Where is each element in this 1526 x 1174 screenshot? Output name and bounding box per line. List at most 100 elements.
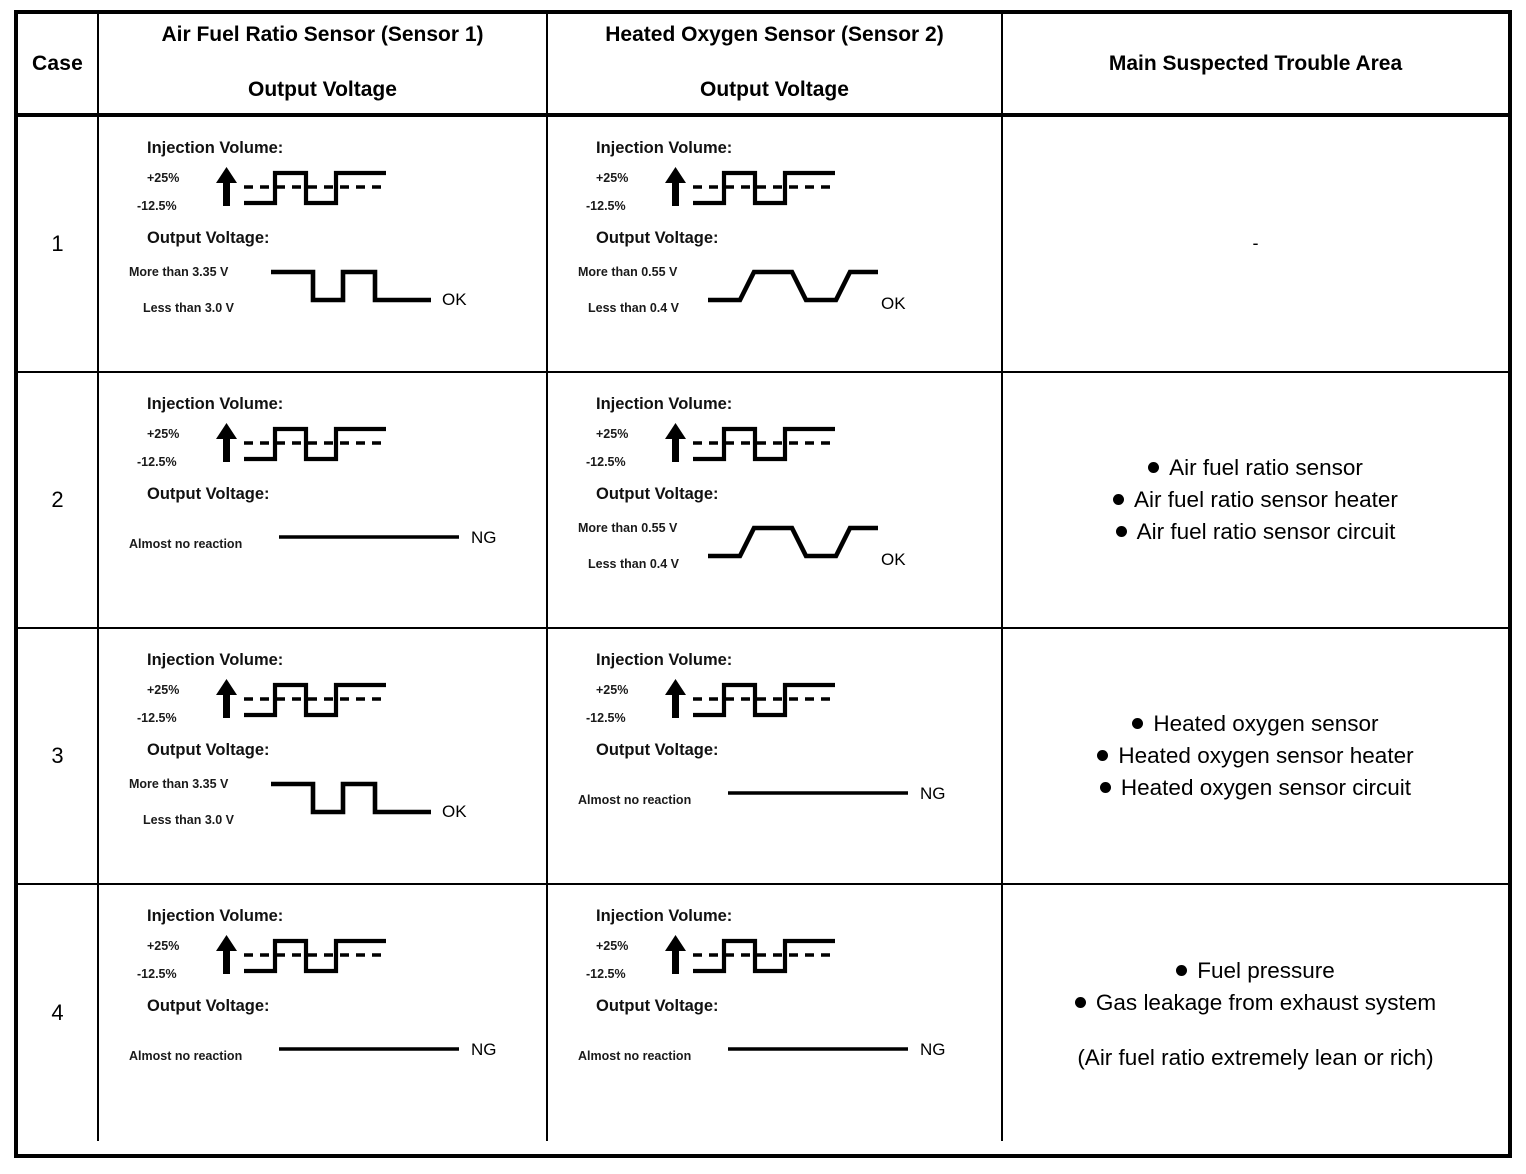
square-wave-path [693, 426, 835, 462]
up-arrow-icon [665, 167, 686, 206]
trapezoid-wave-path [708, 525, 878, 559]
injection-volume-waveform [216, 423, 386, 462]
o2-sensor-injection-volume-label: Injection Volume: [596, 907, 733, 925]
trouble-area-note: (Air fuel ratio extremely lean or rich) [1077, 1044, 1434, 1070]
af-sensor-injection-high-label: +25% [147, 171, 180, 185]
output-voltage-flat-waveform [279, 1047, 459, 1051]
cell-case-number-1: 1 [18, 117, 99, 371]
o2-sensor-no-reaction-label: Almost no reaction [578, 793, 692, 807]
trouble-area-dash: - [1252, 233, 1259, 253]
o2-sensor-injection-volume-label: Injection Volume: [596, 139, 733, 157]
o2-sensor-no-reaction-label: Almost no reaction [578, 1049, 692, 1063]
header-cell-af-sensor: Air Fuel Ratio Sensor (Sensor 1) Output … [99, 14, 548, 113]
square-wave-path [693, 938, 835, 974]
af-sensor-injection-high-label: +25% [147, 427, 180, 441]
af-sensor-output-voltage-label: Output Voltage: [147, 229, 270, 247]
af-sensor-injection-volume-label: Injection Volume: [147, 139, 284, 157]
square-wave-path [693, 682, 835, 718]
o2-sensor-output-voltage-label: Output Voltage: [596, 997, 719, 1015]
header-label-trouble-area: Main Suspected Trouble Area [1108, 51, 1403, 75]
af-sensor-diagram: Injection Volume: +25% -12.5% Output Vol… [99, 629, 546, 883]
table-row: 2 Injection Volume: +25% -12.5% Output V… [18, 373, 1508, 629]
diagnostic-table: Case Air Fuel Ratio Sensor (Sensor 1) Ou… [14, 10, 1512, 1158]
cell-o2-sensor-case-2: Injection Volume: +25% -12.5% Output Vol… [548, 373, 1003, 627]
output-voltage-flat-waveform [279, 535, 459, 539]
table-row: 3 Injection Volume: +25% -12.5% Output V… [18, 629, 1508, 885]
header-label-case: Case [31, 51, 83, 75]
injection-volume-waveform [216, 167, 386, 206]
o2-sensor-diagram: Injection Volume: +25% -12.5% Output Vol… [548, 629, 1001, 883]
square-wave-path [271, 269, 431, 303]
trouble-area-item: Heated oxygen sensor [1097, 708, 1413, 740]
o2-sensor-verdict: OK [881, 550, 906, 569]
o2-sensor-injection-high-label: +25% [596, 427, 629, 441]
case-number: 1 [51, 231, 64, 256]
af-sensor-output-high-label: More than 3.35 V [129, 777, 229, 791]
header-cell-trouble-area: Main Suspected Trouble Area [1003, 14, 1508, 113]
square-wave-path [244, 682, 386, 718]
o2-sensor-injection-high-label: +25% [596, 171, 629, 185]
bullet-dot-icon [1113, 494, 1125, 506]
af-sensor-output-voltage-label: Output Voltage: [147, 997, 270, 1015]
up-arrow-icon [665, 423, 686, 462]
up-arrow-icon [216, 167, 237, 206]
af-sensor-injection-volume-label: Injection Volume: [147, 395, 284, 413]
af-sensor-injection-volume-label: Injection Volume: [147, 651, 284, 669]
bullet-dot-icon [1099, 781, 1111, 793]
af-sensor-verdict: OK [442, 290, 467, 309]
cell-trouble-area-case-1: - [1003, 117, 1508, 371]
af-sensor-verdict: OK [442, 802, 467, 821]
injection-volume-waveform [216, 679, 386, 718]
trouble-area-item: Air fuel ratio sensor circuit [1113, 516, 1398, 548]
o2-sensor-verdict: OK [881, 294, 906, 313]
o2-sensor-output-voltage-label: Output Voltage: [596, 485, 719, 503]
af-sensor-injection-low-label: -12.5% [137, 199, 177, 213]
square-wave-path [244, 426, 386, 462]
o2-sensor-injection-high-label: +25% [596, 939, 629, 953]
o2-sensor-injection-high-label: +25% [596, 683, 629, 697]
af-sensor-verdict: NG [471, 528, 497, 547]
cell-af-sensor-case-2: Injection Volume: +25% -12.5% Output Vol… [99, 373, 548, 627]
trouble-area-item: Heated oxygen sensor circuit [1097, 772, 1413, 804]
header-cell-o2-sensor: Heated Oxygen Sensor (Sensor 2) Output V… [548, 14, 1003, 113]
af-sensor-output-low-label: Less than 3.0 V [143, 301, 235, 315]
af-sensor-injection-volume-label: Injection Volume: [147, 907, 284, 925]
output-voltage-square-waveform [271, 781, 431, 815]
output-voltage-trapezoid-waveform [708, 269, 878, 303]
o2-sensor-injection-low-label: -12.5% [586, 199, 626, 213]
case-number: 3 [51, 743, 64, 768]
af-sensor-injection-high-label: +25% [147, 683, 180, 697]
table-row: 4 Injection Volume: +25% -12.5% Output V… [18, 885, 1508, 1141]
header-label-o2-sensor-title: Heated Oxygen Sensor (Sensor 2) [605, 23, 944, 46]
af-sensor-injection-low-label: -12.5% [137, 711, 177, 725]
cell-o2-sensor-case-4: Injection Volume: +25% -12.5% Output Vol… [548, 885, 1003, 1141]
cell-case-number-3: 3 [18, 629, 99, 883]
af-sensor-diagram: Injection Volume: +25% -12.5% Output Vol… [99, 885, 546, 1141]
cell-af-sensor-case-1: Injection Volume: +25% -12.5% Output Vol… [99, 117, 548, 371]
cell-case-number-4: 4 [18, 885, 99, 1141]
header-label-af-sensor-subtitle: Output Voltage [248, 78, 397, 101]
cell-case-number-2: 2 [18, 373, 99, 627]
trouble-area-item: Air fuel ratio sensor heater [1113, 484, 1398, 516]
o2-sensor-output-voltage-label: Output Voltage: [596, 229, 719, 247]
output-voltage-flat-waveform [728, 1047, 908, 1051]
case-number: 4 [51, 1000, 64, 1025]
output-voltage-square-waveform [271, 269, 431, 303]
up-arrow-icon [216, 935, 237, 974]
trouble-area-content: - [1003, 234, 1508, 254]
square-wave-path [244, 170, 386, 206]
output-voltage-trapezoid-waveform [708, 525, 878, 559]
o2-sensor-injection-volume-label: Injection Volume: [596, 651, 733, 669]
table-row: 1 Injection Volume: +25% -12.5% Output V… [18, 117, 1508, 373]
injection-volume-waveform [665, 679, 835, 718]
o2-sensor-output-low-label: Less than 0.4 V [588, 557, 680, 571]
header-label-af-sensor-title: Air Fuel Ratio Sensor (Sensor 1) [161, 23, 484, 46]
o2-sensor-verdict: NG [920, 784, 946, 803]
o2-sensor-output-high-label: More than 0.55 V [578, 265, 678, 279]
cell-af-sensor-case-3: Injection Volume: +25% -12.5% Output Vol… [99, 629, 548, 883]
up-arrow-icon [665, 935, 686, 974]
